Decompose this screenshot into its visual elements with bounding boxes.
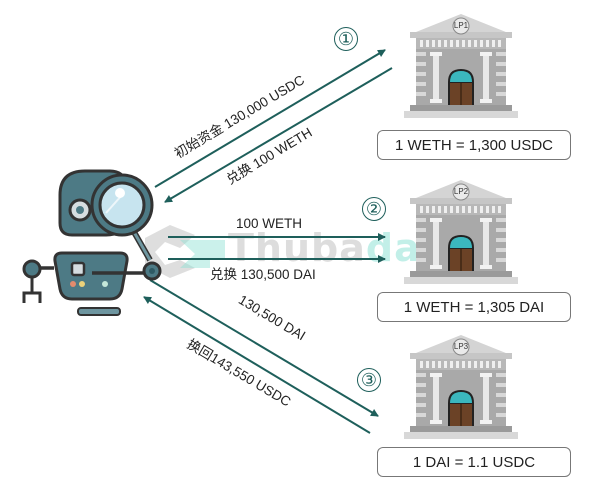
arrow-lp1-to-bot bbox=[164, 67, 393, 203]
arrow-bot-to-lp1 bbox=[154, 49, 386, 188]
step-number-2: ② bbox=[362, 197, 386, 221]
lp3-rate-box: 1 DAI = 1.1 USDC bbox=[377, 447, 571, 477]
lp3-rate: 1 DAI = 1.1 USDC bbox=[412, 453, 536, 471]
lp1-badge: LP1 bbox=[453, 21, 469, 30]
robot-with-magnifier-icon bbox=[22, 169, 162, 316]
lp3-badge: LP3 bbox=[453, 342, 469, 351]
liquidity-pool-lp2-building-icon bbox=[404, 180, 518, 284]
step-number-3: ③ bbox=[357, 368, 381, 392]
liquidity-pool-lp1-building-icon bbox=[404, 14, 518, 118]
step-number-1: ① bbox=[334, 27, 358, 51]
lp2-rate: 1 WETH = 1,305 DAI bbox=[403, 298, 545, 316]
lp1-rate-box: 1 WETH = 1,300 USDC bbox=[377, 130, 571, 160]
lp2-rate-box: 1 WETH = 1,305 DAI bbox=[377, 292, 571, 322]
liquidity-pool-lp3-building-icon bbox=[404, 335, 518, 439]
arrow-lp3-to-bot bbox=[143, 296, 371, 434]
bank-building bbox=[404, 180, 518, 284]
flow-label-4: 兑换 130,500 DAI bbox=[210, 267, 316, 282]
arrow-bot-to-lp3 bbox=[149, 279, 379, 417]
lp2-badge: LP2 bbox=[453, 187, 469, 196]
bank-building bbox=[404, 335, 518, 439]
lp1-rate: 1 WETH = 1,300 USDC bbox=[395, 136, 553, 154]
bank-building bbox=[404, 14, 518, 118]
watermark-text-main: Thuba bbox=[228, 226, 366, 270]
flow-label-3: 100 WETH bbox=[236, 216, 303, 231]
